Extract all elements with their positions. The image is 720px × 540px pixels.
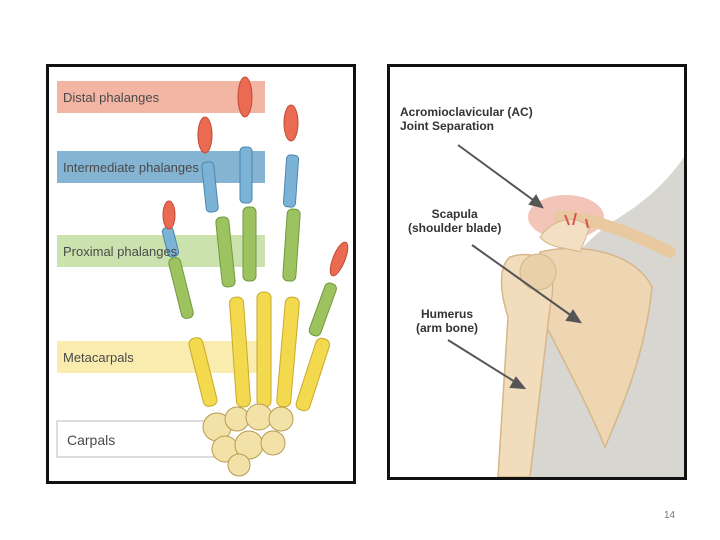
metacarpals-label: Metacarpals	[57, 344, 140, 371]
ac-joint-label-line1: Acromioclavicular (AC)	[400, 105, 533, 119]
humerus-label-line2: (arm bone)	[416, 321, 478, 335]
hand-bones-diagram: Distal phalanges Intermediate phalanges …	[46, 64, 356, 484]
scapula-label-line1: Scapula	[408, 207, 501, 221]
scapula-label: Scapula (shoulder blade)	[408, 207, 501, 235]
carpal-bones	[203, 404, 293, 476]
intermediate-phalanges-label: Intermediate phalanges	[57, 154, 205, 181]
proximal-phalanx-bones	[168, 207, 338, 337]
humerus-label: Humerus (arm bone)	[416, 307, 478, 335]
ac-joint-label: Acromioclavicular (AC) Joint Separation	[400, 105, 533, 133]
distal-phalanges-label: Distal phalanges	[57, 84, 165, 111]
page-number: 14	[664, 510, 675, 521]
carpals-label: Carpals	[61, 426, 121, 454]
humeral-head	[520, 254, 556, 290]
proximal-phalanges-label: Proximal phalanges	[57, 238, 183, 265]
ac-joint-label-line2: Joint Separation	[400, 119, 533, 133]
hand-illustration	[49, 67, 353, 481]
humerus-label-line1: Humerus	[416, 307, 478, 321]
scapula-label-line2: (shoulder blade)	[408, 221, 501, 235]
shoulder-diagram: Acromioclavicular (AC) Joint Separation …	[387, 64, 687, 480]
